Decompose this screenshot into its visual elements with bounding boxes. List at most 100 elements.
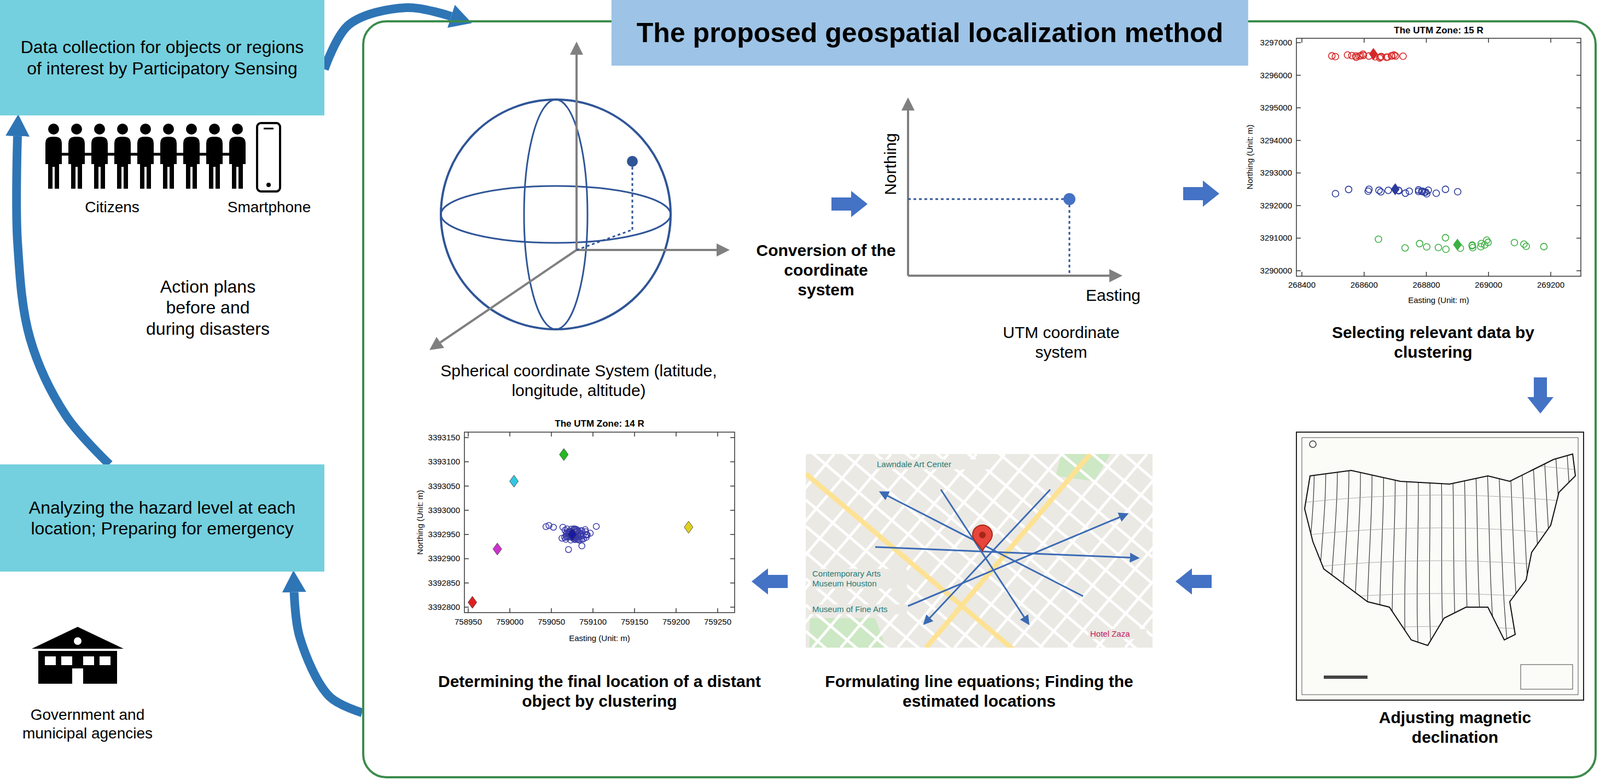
utm-axes-illustration [1109,269,1123,283]
tick-mark [1296,140,1301,142]
tick-mark [675,432,677,437]
sphere-illustration [576,229,633,250]
tick-label: 759050 [529,617,574,627]
sphere-illustration [716,243,730,257]
tick-mark [550,608,552,613]
street [805,578,1153,648]
data-point [593,523,600,530]
tick-mark [1576,270,1581,272]
tick-label: 3295000 [1237,102,1293,113]
chart-title: The UTM Zone: 15 R [1356,25,1521,37]
tick-label: 759250 [695,617,740,627]
data-point [1384,53,1392,61]
street-map [805,454,1153,648]
street [805,604,1153,648]
step-caption: Determining the final location of a dist… [419,671,781,712]
data-point [559,448,569,461]
data-point [1385,187,1392,194]
tick-label: 3392950 [405,529,461,540]
block-arrow [1175,568,1212,595]
data-point [565,546,572,553]
tick-mark [730,533,735,535]
data-point [1481,241,1488,249]
data-point [1510,239,1518,247]
tick-label: 759200 [654,617,698,627]
data-point [567,528,577,541]
data-point [1469,244,1476,252]
process-box: Analyzing the hazard level at each locat… [0,464,325,572]
street [805,473,1153,648]
data-point [1401,244,1409,252]
sphere-illustration [429,336,445,351]
tick-mark [1576,172,1581,174]
tick-label: 268600 [1339,280,1389,290]
sphere-illustration [626,155,638,167]
person-icon [183,136,200,189]
tick-mark [1296,270,1301,272]
tick-mark [730,437,735,439]
data-point [1520,240,1528,248]
tick-mark [633,432,636,437]
data-point [1331,53,1339,61]
block-arrow [1183,180,1220,207]
tick-label: 269000 [1463,280,1514,290]
tick-mark [464,509,469,511]
tick-label: 3392800 [405,602,461,613]
block-arrow [751,568,788,595]
utm-axes-illustration [901,97,1123,283]
building-icon [38,650,118,684]
tick-mark [1576,42,1581,44]
axis-label: Northing (Unit: m) [1244,124,1255,190]
street [805,499,1153,648]
smartphone-icon [257,123,281,192]
bearing-line [875,489,1138,624]
isogonic-line [1296,626,1584,635]
isogonic-line [1392,437,1396,701]
building-icon [31,626,124,684]
map-poi: Museum of Fine Arts [810,604,907,615]
tick-mark [1296,107,1301,109]
people-icons [45,123,246,189]
declination-map [1289,432,1600,701]
utm-axes-illustration [908,198,1070,201]
chart-title: The UTM Zone: 14 R [517,418,682,430]
tick-mark [550,432,552,437]
tick-label: 3290000 [1237,265,1293,276]
tick-mark [464,533,469,535]
tick-label: 3393100 [405,456,461,467]
declination-map [1309,440,1317,448]
axis-label: Easting (Unit: m) [1378,295,1499,306]
person-icon [137,136,154,189]
data-point [583,531,590,538]
location-pin [979,531,986,539]
illustration-caption: Spherical coordinate System (latitude, l… [403,361,754,401]
isogonic-line [1296,495,1584,504]
tick-mark [730,461,735,463]
person-icon [163,123,174,135]
sphere-illustration [575,53,578,250]
isogonic-line [1302,437,1315,701]
data-point [1540,243,1547,250]
tick-label: 268400 [1277,280,1327,290]
data-point [1416,240,1423,247]
tick-mark [1296,237,1301,240]
isogonic-line [1289,437,1303,701]
person-icon [71,123,83,135]
tick-mark [1296,38,1581,277]
isogonic-line [1428,437,1436,701]
building-icon [31,626,124,649]
person-icon [208,123,220,135]
person-icon [231,123,243,135]
smartphone-icon [263,128,274,130]
location-pin [972,525,993,551]
person-icon [140,123,151,135]
data-point [1405,188,1413,195]
street-map [1055,454,1111,482]
street [805,454,1153,648]
sphere-illustration [429,41,730,351]
tick-mark [1296,74,1301,77]
person-icon [185,123,197,135]
utm-axes-illustration [908,274,1111,277]
data-point [1441,234,1449,242]
tick-mark [592,432,594,437]
